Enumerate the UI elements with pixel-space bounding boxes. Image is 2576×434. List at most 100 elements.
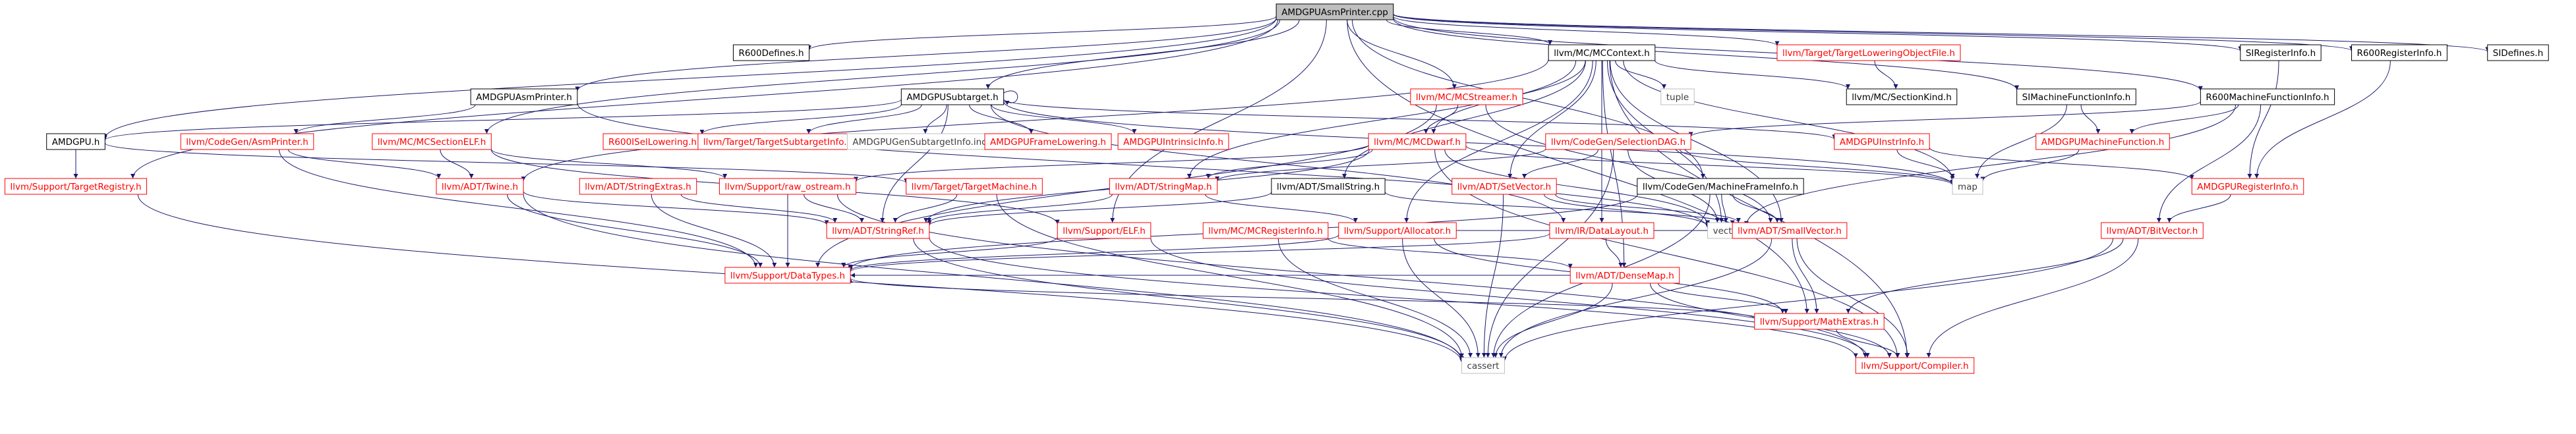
node-label: llvm/MC/MCRegisterInfo.h [1208, 226, 1323, 236]
edge [1493, 283, 1613, 358]
node-amdgpuasmprinter-h[interactable]: AMDGPUAsmPrinter.h [470, 88, 578, 105]
node-llvm-support-targetregistry-h[interactable]: llvm/Support/TargetRegistry.h [4, 178, 148, 195]
node-box [2016, 88, 2136, 105]
node-llvm-adt-bitvector-h[interactable]: llvm/ADT/BitVector.h [2101, 222, 2204, 239]
node-amdgpuinstrinfo-h[interactable]: AMDGPUInstrInfo.h [1834, 133, 1930, 150]
edge-densemap-to-mathextras [1658, 283, 1788, 314]
node-llvm-adt-smallstring-h[interactable]: llvm/ADT/SmallString.h [1271, 178, 1386, 195]
node-box [1338, 222, 1457, 239]
node-llvm-support-raw-ostream-h[interactable]: llvm/Support/raw_ostream.h [718, 178, 857, 195]
node-label: llvm/ADT/SetVector.h [1457, 182, 1551, 192]
edge-mcstreamer-to-smallvector [1485, 104, 1773, 223]
node-box [2035, 133, 2170, 150]
edge [1896, 149, 1955, 179]
node-llvm-adt-stringmap-h[interactable]: llvm/ADT/StringMap.h [1109, 178, 1218, 195]
node-llvm-support-datatypes-h[interactable]: llvm/Support/DataTypes.h [724, 267, 851, 284]
node-llvm-mc-mcsectionelf-h[interactable]: llvm/MC/MCSectionELF.h [372, 133, 492, 150]
edge-twine-to-cassert [523, 194, 1464, 362]
node-r600isellowering-h[interactable]: R600ISelLowering.h [602, 133, 703, 150]
node-llvm-mc-mccontext-h[interactable]: llvm/MC/MCContext.h [1548, 44, 1656, 61]
node-llvm-adt-stringref-h[interactable]: llvm/ADT/StringRef.h [826, 222, 930, 239]
edge [1605, 238, 1624, 268]
node-siregisterinfo-h[interactable]: SIRegisterInfo.h [2240, 44, 2322, 61]
edge-mcdwarf-to-stringmap [1206, 149, 1373, 179]
node-label: llvm/Support/ELF.h [1063, 226, 1146, 236]
edge [1654, 60, 1850, 90]
node-llvm-codegen-selectiondag-h[interactable]: llvm/CodeGen/SelectionDAG.h [1545, 133, 1691, 150]
edge [1615, 60, 1666, 90]
node-llvm-target-targetloweringobjectfile-h[interactable]: llvm/Target/TargetLoweringObjectFile.h [1776, 44, 1961, 61]
node-label: llvm/Support/Allocator.h [1344, 226, 1451, 236]
node-llvm-adt-setvector-h[interactable]: llvm/ADT/SetVector.h [1451, 178, 1557, 195]
node-llvm-support-compiler-h[interactable]: llvm/Support/Compiler.h [1855, 357, 1975, 374]
edge-root-to-mccontext [1386, 19, 1553, 45]
node-amdgpusubtarget-h[interactable]: AMDGPUSubtarget.h [900, 88, 1005, 105]
edge [1980, 149, 2080, 182]
node-llvm-adt-stringextras-h[interactable]: llvm/ADT/StringExtras.h [579, 178, 697, 195]
edge [2156, 104, 2262, 223]
node-amdgpuregisterinfo-h[interactable]: AMDGPURegisterInfo.h [2191, 178, 2304, 195]
node-llvm-mc-mcregisterinfo-h[interactable]: llvm/MC/MCRegisterInfo.h [1202, 222, 1329, 239]
edge-r600mfi-to-amdgpumfi [2129, 104, 2239, 134]
edge [1502, 238, 2114, 362]
edge [1347, 19, 1809, 314]
edge [577, 102, 1710, 229]
node-llvm-support-elf-h[interactable]: llvm/Support/ELF.h [1057, 222, 1152, 239]
node-llvm-target-targetsubtargetinfo-h[interactable]: llvm/Target/TargetSubtargetInfo.h [697, 133, 858, 150]
node-amdgpuasmprinter-cpp[interactable]: AMDGPUAsmPrinter.cpp [1275, 3, 1394, 20]
edge-root-to-targetregistry [131, 19, 1279, 179]
edge-root-to-amdgpusubtarget [985, 19, 1300, 90]
node-label: llvm/ADT/StringExtras.h [585, 182, 691, 192]
node-llvm-mc-sectionkind-h[interactable]: llvm/MC/SectionKind.h [1846, 88, 1958, 105]
edge-mccontext-to-tuple [1615, 60, 1666, 90]
node-llvm-codegen-machineframeinfo-h[interactable]: llvm/CodeGen/MachineFrameInfo.h [1637, 178, 1804, 195]
edge [1444, 149, 1711, 225]
edge-smallstring-to-stringref [927, 192, 1272, 226]
edge [1404, 60, 1593, 223]
node-r600registerinfo-h[interactable]: R600RegisterInfo.h [2351, 44, 2447, 61]
node-r600machinefunctioninfo-h[interactable]: R600MachineFunctionInfo.h [2200, 88, 2335, 105]
node-llvm-adt-twine-h[interactable]: llvm/ADT/Twine.h [436, 178, 524, 195]
edge-targetmachine-to-cassert [996, 194, 1465, 358]
node-box [372, 133, 492, 150]
edge-mcstreamer-to-mcdwarf [1423, 104, 1459, 134]
node-llvm-support-allocator-h[interactable]: llvm/Support/Allocator.h [1338, 222, 1457, 239]
node-llvm-codegen-asmprinter-h[interactable]: llvm/CodeGen/AsmPrinter.h [180, 133, 314, 150]
node-llvm-support-mathextras-h[interactable]: llvm/Support/MathExtras.h [1754, 313, 1885, 330]
node-box [602, 133, 703, 150]
node-llvm-target-targetmachine-h[interactable]: llvm/Target/TargetMachine.h [906, 178, 1043, 195]
edge [2254, 60, 2391, 179]
node-llvm-mc-mcstreamer-h[interactable]: llvm/MC/MCStreamer.h [1410, 88, 1523, 105]
node-amdgpuintrinsicinfo-h[interactable]: AMDGPUIntrinsicInfo.h [1117, 133, 1229, 150]
edge-root-to-siregisterinfo [1393, 14, 2243, 51]
edge-mcregisterinfo-to-cassert [1277, 238, 1473, 358]
edge-supportelf-to-compiler [1150, 238, 1870, 358]
edge [131, 19, 1279, 179]
node-box [436, 178, 524, 195]
edge-mcdwarf-to-rawostream [854, 144, 1369, 182]
node-box [1275, 3, 1394, 20]
edge [1342, 60, 1586, 179]
edge-amdgpuasmprinter_h-to-codegenasmprinter [293, 104, 476, 134]
node-amdgpuframelowering-h[interactable]: AMDGPUFrameLowering.h [984, 133, 1112, 150]
edge-mccontext-to-mcsectionkind [1654, 60, 1850, 90]
node-simachinefunctioninfo-h[interactable]: SIMachineFunctionInfo.h [2016, 88, 2136, 105]
node-sidefines-h[interactable]: SIDefines.h [2487, 44, 2549, 61]
node-label: cassert [1467, 361, 1500, 371]
node-llvm-adt-smallvector-h[interactable]: llvm/ADT/SmallVector.h [1732, 222, 1848, 239]
node-llvm-mc-mcdwarf-h[interactable]: llvm/MC/MCDwarf.h [1368, 133, 1467, 150]
node-label: llvm/MC/MCStreamer.h [1416, 92, 1517, 103]
edge-amdgpusubtarget-to-datalayout [990, 104, 1566, 223]
edge [1150, 238, 1870, 358]
edge [680, 194, 838, 223]
edge [991, 104, 1137, 134]
node-llvm-ir-datalayout-h[interactable]: llvm/IR/DataLayout.h [1549, 222, 1654, 239]
edge-amdgpusubtarget-to-targetsubtargetinfo [806, 104, 922, 134]
node-r600defines-h[interactable]: R600Defines.h [732, 44, 810, 61]
node-amdgpu-h[interactable]: AMDGPU.h [46, 133, 105, 150]
node-label: llvm/ADT/SmallVector.h [1738, 226, 1842, 236]
node-amdgpumachinefunction-h[interactable]: AMDGPUMachineFunction.h [2035, 133, 2170, 150]
node-llvm-adt-densemap-h[interactable]: llvm/ADT/DenseMap.h [1569, 267, 1680, 284]
edge-mathextras-to-datatypes [848, 277, 1755, 319]
edge [521, 59, 1549, 182]
